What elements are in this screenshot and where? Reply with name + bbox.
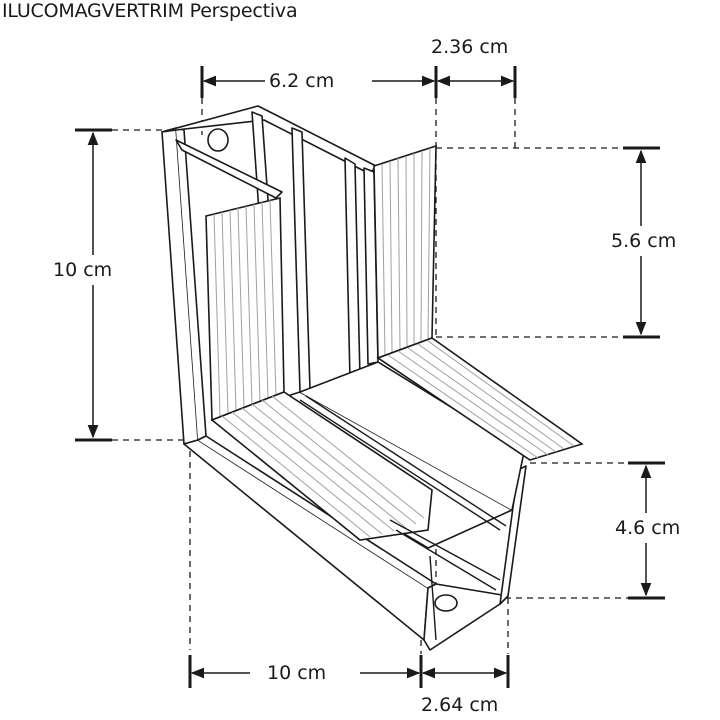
label-bottom-length: 10 cm	[264, 662, 330, 684]
label-bottom-flange: 2.64 cm	[418, 694, 502, 716]
dimension-left-height	[75, 128, 190, 442]
hatched-floor-right	[376, 337, 584, 461]
label-right-lower-height: 4.6 cm	[612, 517, 684, 539]
inner-rails	[299, 395, 507, 641]
dimension-right-lower-height	[505, 461, 665, 600]
hatched-panel-right	[373, 144, 437, 360]
label-right-upper-height: 5.6 cm	[608, 230, 680, 252]
label-top-width: 6.2 cm	[266, 70, 338, 92]
label-top-flange: 2.36 cm	[428, 36, 512, 58]
hatched-panel-left	[205, 196, 285, 422]
dimension-bottom-length	[188, 440, 510, 688]
label-left-height: 10 cm	[50, 259, 116, 281]
dimension-right-upper-height	[436, 146, 660, 339]
mounting-hole	[434, 594, 458, 612]
hatched-floor-left	[210, 391, 433, 541]
dimension-top-width	[200, 66, 438, 135]
drawing-title: ILUCOMAGVERTRIM Perspectiva	[2, 0, 298, 22]
